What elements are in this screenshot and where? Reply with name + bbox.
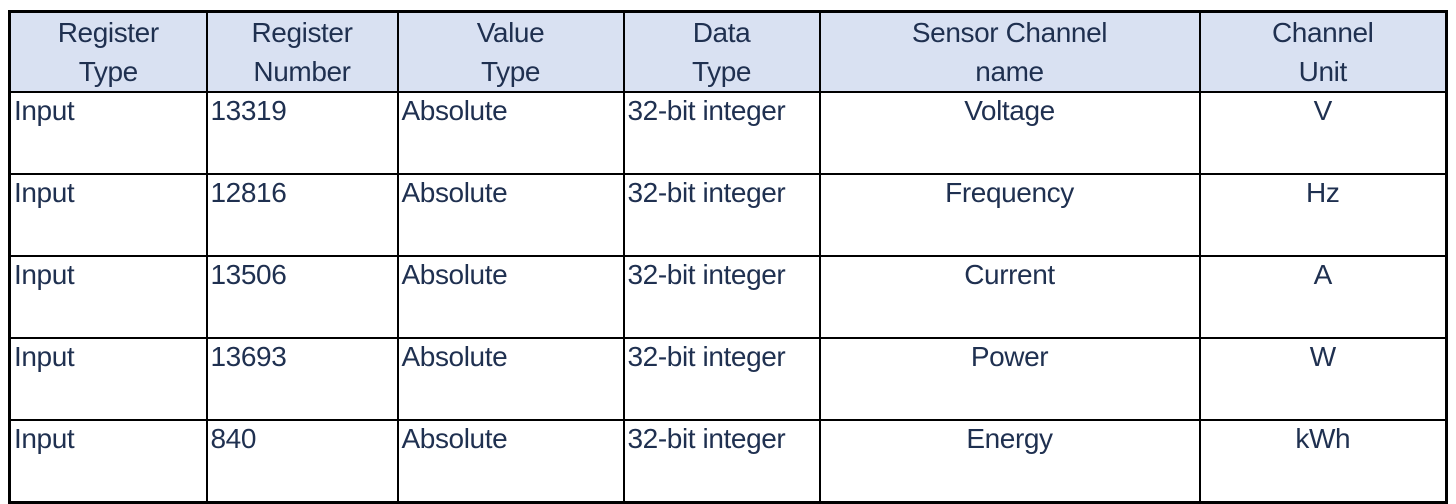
cell-channel-unit: V [1198,91,1448,175]
header-label-line: Type [78,56,139,87]
cell-register-type: Input [8,91,208,175]
cell-register-number: 13319 [205,91,399,175]
cell-register-number: 840 [205,419,399,503]
cell-data-type: 32-bit integer [622,419,821,503]
column-header-register-number: Register Number [205,10,399,93]
modbus-register-table: Register Type Register Number Value Type… [8,10,1448,504]
cell-data-type: 32-bit integer [622,337,821,421]
header-label-line: Data [692,17,751,48]
header-label-line: name [975,56,1044,87]
header-label-line: Channel [1271,17,1374,48]
table-row: Input 12816 Absolute 32-bit integer Freq… [8,173,1448,257]
header-label-line: Type [691,56,752,87]
cell-value-type: Absolute [396,173,625,257]
table-row: Input 13319 Absolute 32-bit integer Volt… [8,91,1448,175]
table-header: Register Type Register Number Value Type… [8,10,1448,93]
header-label-line: Register [57,17,159,48]
cell-register-type: Input [8,173,208,257]
cell-value-type: Absolute [396,255,625,339]
cell-sensor-channel-name: Energy [818,419,1201,503]
cell-channel-unit: Hz [1198,173,1448,257]
cell-data-type: 32-bit integer [622,91,821,175]
cell-register-number: 13506 [205,255,399,339]
cell-register-number: 12816 [205,173,399,257]
header-label-line: Value [476,17,545,48]
cell-channel-unit: kWh [1198,419,1448,503]
column-header-sensor-channel-name: Sensor Channel name [818,10,1201,93]
cell-data-type: 32-bit integer [622,173,821,257]
cell-value-type: Absolute [396,419,625,503]
column-header-data-type: Data Type [622,10,821,93]
header-label-line: Unit [1298,56,1348,87]
cell-sensor-channel-name: Power [818,337,1201,421]
cell-value-type: Absolute [396,91,625,175]
header-label-line: Type [480,56,541,87]
cell-register-type: Input [8,419,208,503]
header-label-line: Sensor Channel [911,17,1108,48]
table-row: Input 13506 Absolute 32-bit integer Curr… [8,255,1448,339]
cell-register-number: 13693 [205,337,399,421]
cell-sensor-channel-name: Voltage [818,91,1201,175]
column-header-register-type: Register Type [8,10,208,93]
header-label-line: Register [251,17,353,48]
cell-channel-unit: W [1198,337,1448,421]
table-row: Input 840 Absolute 32-bit integer Energy… [8,419,1448,503]
table-row: Input 13693 Absolute 32-bit integer Powe… [8,337,1448,421]
cell-sensor-channel-name: Current [818,255,1201,339]
table-body: Input 13319 Absolute 32-bit integer Volt… [8,91,1448,503]
cell-channel-unit: A [1198,255,1448,339]
cell-value-type: Absolute [396,337,625,421]
header-row: Register Type Register Number Value Type… [8,10,1448,93]
cell-sensor-channel-name: Frequency [818,173,1201,257]
column-header-value-type: Value Type [396,10,625,93]
cell-register-type: Input [8,337,208,421]
cell-register-type: Input [8,255,208,339]
cell-data-type: 32-bit integer [622,255,821,339]
column-header-channel-unit: Channel Unit [1198,10,1448,93]
header-label-line: Number [253,56,351,87]
